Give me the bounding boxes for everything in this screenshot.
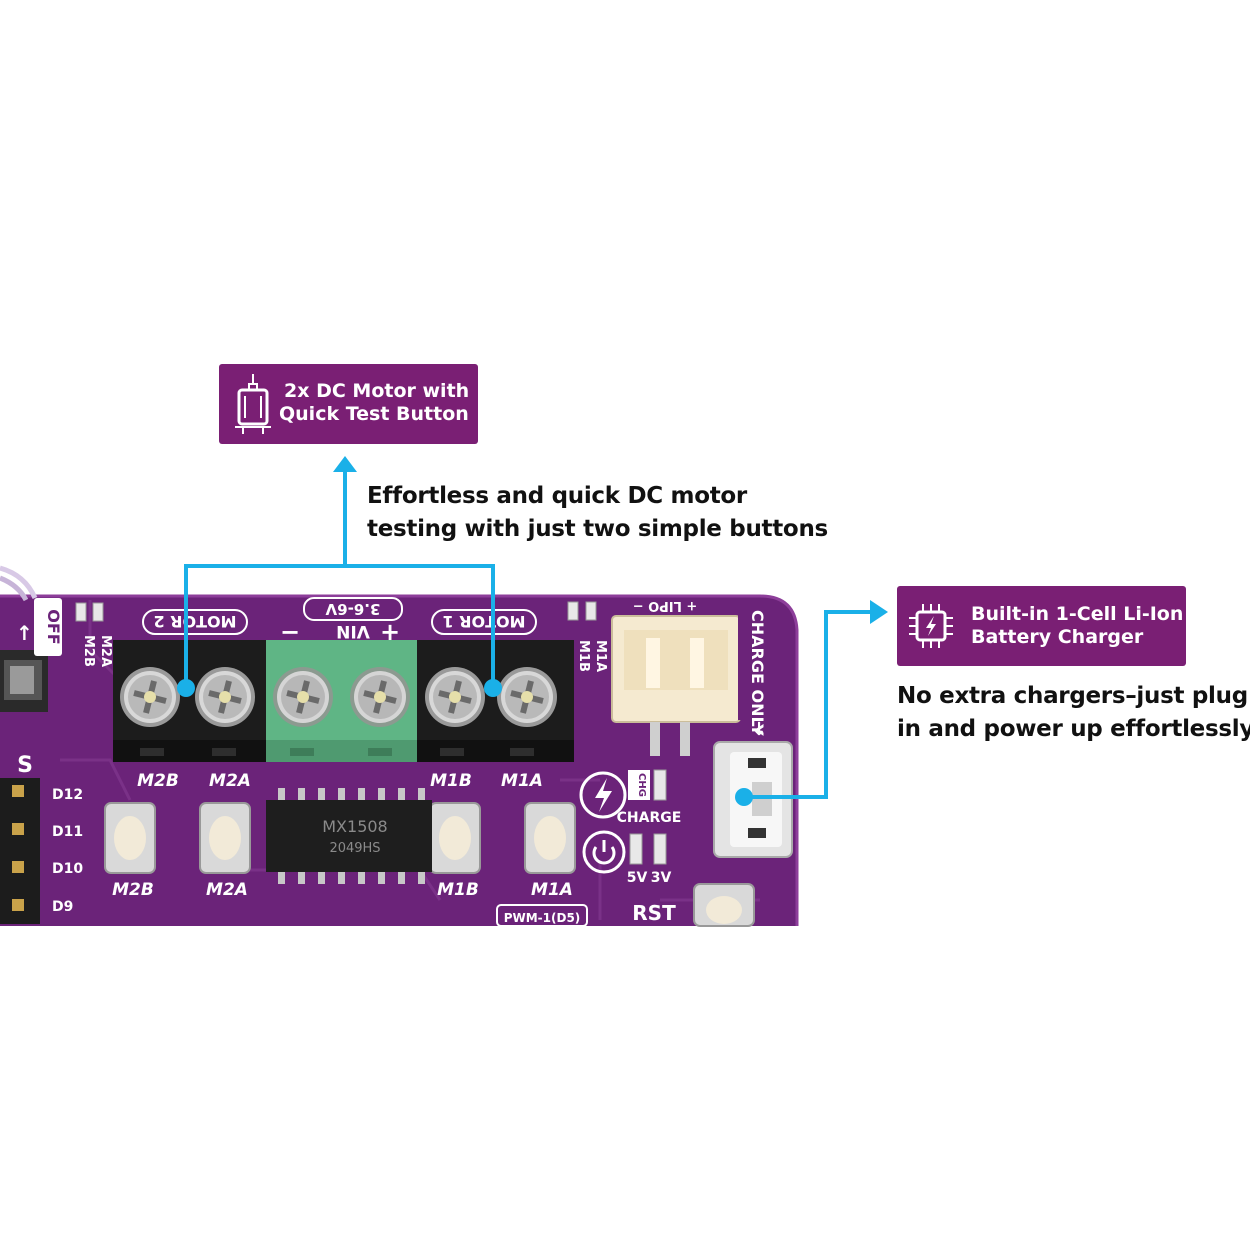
silk-off: OFF: [44, 609, 63, 644]
chip-lightning-icon: [909, 604, 953, 648]
silk-vin-range: 3.6-6V: [325, 600, 380, 618]
charger-badge-line2: Battery Charger: [971, 626, 1144, 648]
terminal-label-m2a: M2A: [209, 771, 251, 791]
charger-callout-line: [744, 610, 872, 799]
silk-led-m1a: M1A: [593, 640, 608, 672]
motor-badge-line1: 2x DC Motor with: [284, 380, 470, 402]
silk-5v: 5V: [627, 870, 648, 886]
ic-line1: MX1508: [322, 817, 387, 836]
terminal-label-m1b: M1B: [430, 771, 472, 791]
motor-caption-line1: Effortless and quick DC motor: [367, 483, 747, 509]
charger-feature-badge: Built-in 1-Cell Li-Ion Battery Charger: [897, 586, 1186, 666]
button-label-m1a: M1A: [531, 880, 573, 900]
silk-led-m2b: M2B: [81, 635, 96, 667]
motor-caption-line2: testing with just two simple buttons: [367, 516, 828, 542]
button-label-m1b: M1B: [437, 880, 479, 900]
charger-caption: No extra chargers–just plug in and power…: [897, 680, 1250, 746]
button-label-m2a: M2A: [206, 880, 248, 900]
motor-caption: Effortless and quick DC motor testing wi…: [367, 480, 828, 546]
svg-text:↓: ↓: [751, 719, 766, 740]
charger-badge-line1: Built-in 1-Cell Li-Ion: [971, 603, 1184, 625]
silk-motor2: MOTOR 2: [153, 612, 236, 631]
silk-chg: CHG: [636, 773, 647, 797]
motor-driver-ic: MX1508 2049HS: [266, 788, 432, 884]
ic-line2: 2049HS: [329, 841, 380, 856]
terminal-label-m2b: M2B: [137, 771, 179, 791]
button-label-m2b: M2B: [112, 880, 154, 900]
silk-lipo: + LIPO −: [633, 598, 698, 613]
silk-vin: VIN: [336, 621, 370, 641]
silk-minus: −: [280, 618, 300, 646]
silk-rst: RST: [632, 901, 676, 925]
charger-caption-line2: in and power up effortlessly: [897, 716, 1250, 742]
pin-header: [0, 778, 40, 924]
svg-text:↑: ↑: [16, 621, 33, 645]
power-icon: [582, 830, 626, 874]
terminal-label-m1a: M1A: [501, 771, 543, 791]
silk-plus: +: [380, 618, 400, 646]
motor-feature-badge: 2x DC Motor with Quick Test Button: [219, 364, 478, 444]
silk-charge-only: CHARGE ONLY: [748, 610, 767, 736]
silk-led-m2a: M2A: [98, 635, 113, 667]
silk-3v: 3V: [651, 870, 672, 886]
pin-label-d12: D12: [52, 787, 83, 803]
motor-badge-line2: Quick Test Button: [279, 403, 469, 425]
dc-motor-icon: [235, 374, 271, 434]
silk-pwm: PWM-1(D5): [504, 911, 581, 925]
motor-callout-line: [184, 470, 495, 688]
silk-s: S: [17, 753, 33, 778]
charge-lightning-icon: [579, 771, 627, 819]
silk-led-m1b: M1B: [576, 640, 591, 672]
pin-label-d10: D10: [52, 861, 83, 877]
silk-motor1: MOTOR 1: [442, 612, 525, 631]
charger-caption-line1: No extra chargers–just plug: [897, 683, 1248, 709]
pin-label-d9: D9: [52, 899, 73, 915]
terminal-screws: [120, 667, 557, 727]
silk-charge: CHARGE: [617, 810, 682, 826]
pin-label-d11: D11: [52, 824, 83, 840]
off-label-box: [34, 598, 62, 656]
